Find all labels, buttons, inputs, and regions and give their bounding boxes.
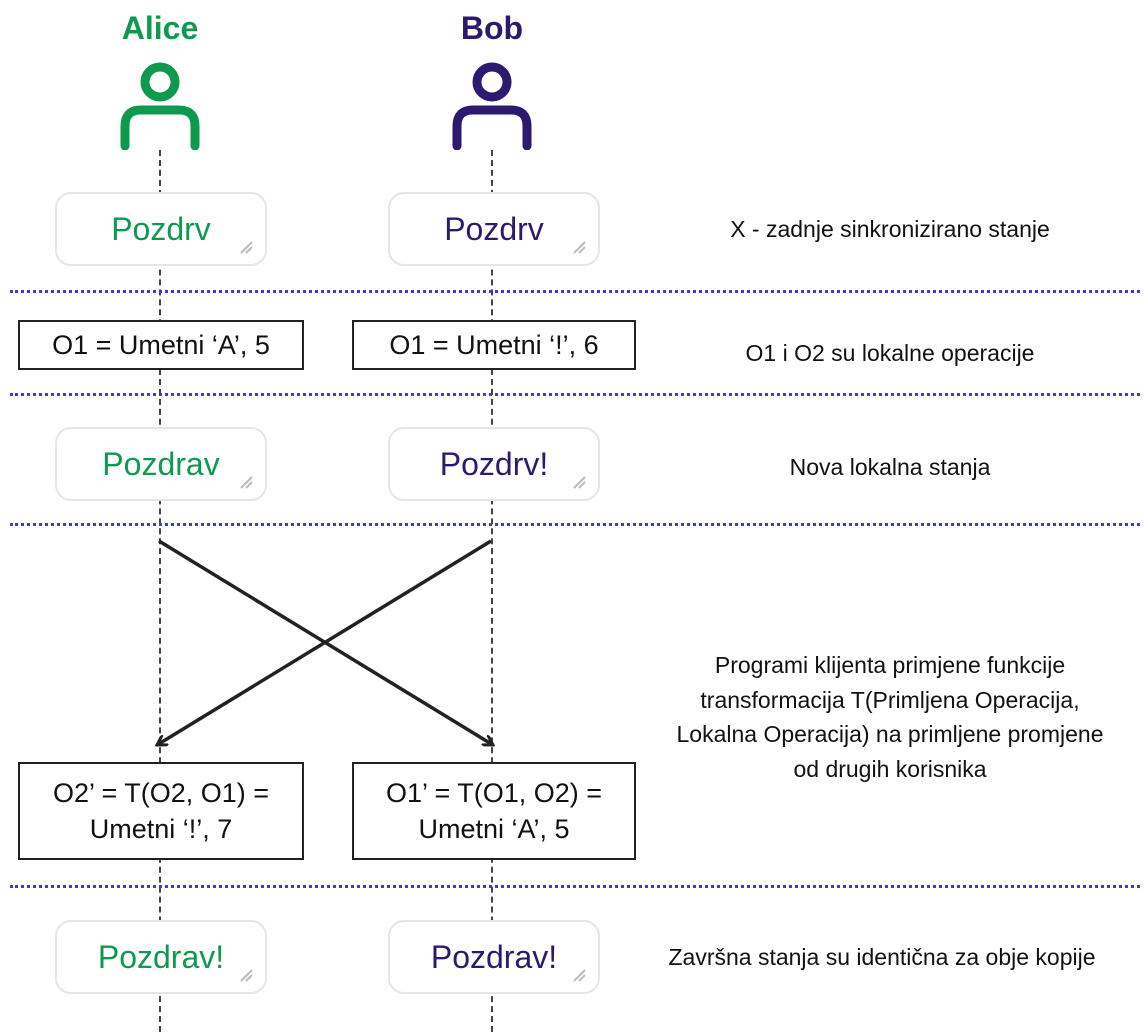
bob-local-text: Pozdrv!: [439, 445, 549, 482]
resize-grip-icon: [573, 241, 586, 254]
bob-local-textbox: Pozdrv!: [388, 427, 600, 501]
alice-final-textbox: Pozdrav!: [55, 920, 267, 994]
alice-initial-textbox: Pozdrv: [55, 192, 267, 266]
stage-separator: [10, 393, 1140, 396]
bob-final-text: Pozdrav!: [430, 938, 558, 975]
bob-final-textbox: Pozdrav!: [388, 920, 600, 994]
bob-initial-text: Pozdrv: [444, 210, 544, 247]
alice-local-text: Pozdrav: [102, 445, 220, 482]
transformation-note: Programi klijenta primjene funkcije tran…: [676, 652, 1104, 782]
alice-local-operation: O1 = Umetni ‘A’, 5: [18, 320, 304, 370]
bob-person-icon: [452, 62, 532, 150]
alice-transformed-operation: O2’ = T(O2, O1) = Umetni ‘!’, 7: [18, 762, 304, 860]
resize-grip-icon: [240, 241, 253, 254]
resize-grip-icon: [240, 969, 253, 982]
alice-final-text: Pozdrav!: [97, 938, 225, 975]
final-states-note: Završna stanja su identična za obje kopi…: [668, 944, 1096, 970]
bob-local-operation: O1 = Umetni ‘!’, 6: [352, 320, 636, 370]
alice-local-textbox: Pozdrav: [55, 427, 267, 501]
alice-actor-name: Alice: [121, 10, 199, 46]
stage-separator: [10, 290, 1140, 293]
bob-to-alice-arrow: [157, 539, 492, 745]
resize-grip-icon: [573, 476, 586, 489]
bob-initial-textbox: Pozdrv: [388, 192, 600, 266]
resize-grip-icon: [573, 969, 586, 982]
bob-transformed-operation: O1’ = T(O1, O2) = Umetni ‘A’, 5: [352, 762, 636, 860]
operations-note: O1 i O2 su lokalne operacije: [745, 340, 1035, 366]
stage-separator: [10, 885, 1140, 888]
bob-lifeline: [491, 150, 493, 1032]
local-states-note: Nova lokalna stanja: [789, 454, 991, 480]
bob-actor-name: Bob: [460, 10, 524, 46]
alice-initial-text: Pozdrv: [111, 210, 211, 247]
stage-separator: [10, 523, 1140, 526]
alice-person-icon: [120, 62, 200, 150]
alice-lifeline: [159, 150, 161, 1032]
initial-state-note: X - zadnje sinkronizirano stanje: [730, 216, 1050, 242]
resize-grip-icon: [240, 476, 253, 489]
